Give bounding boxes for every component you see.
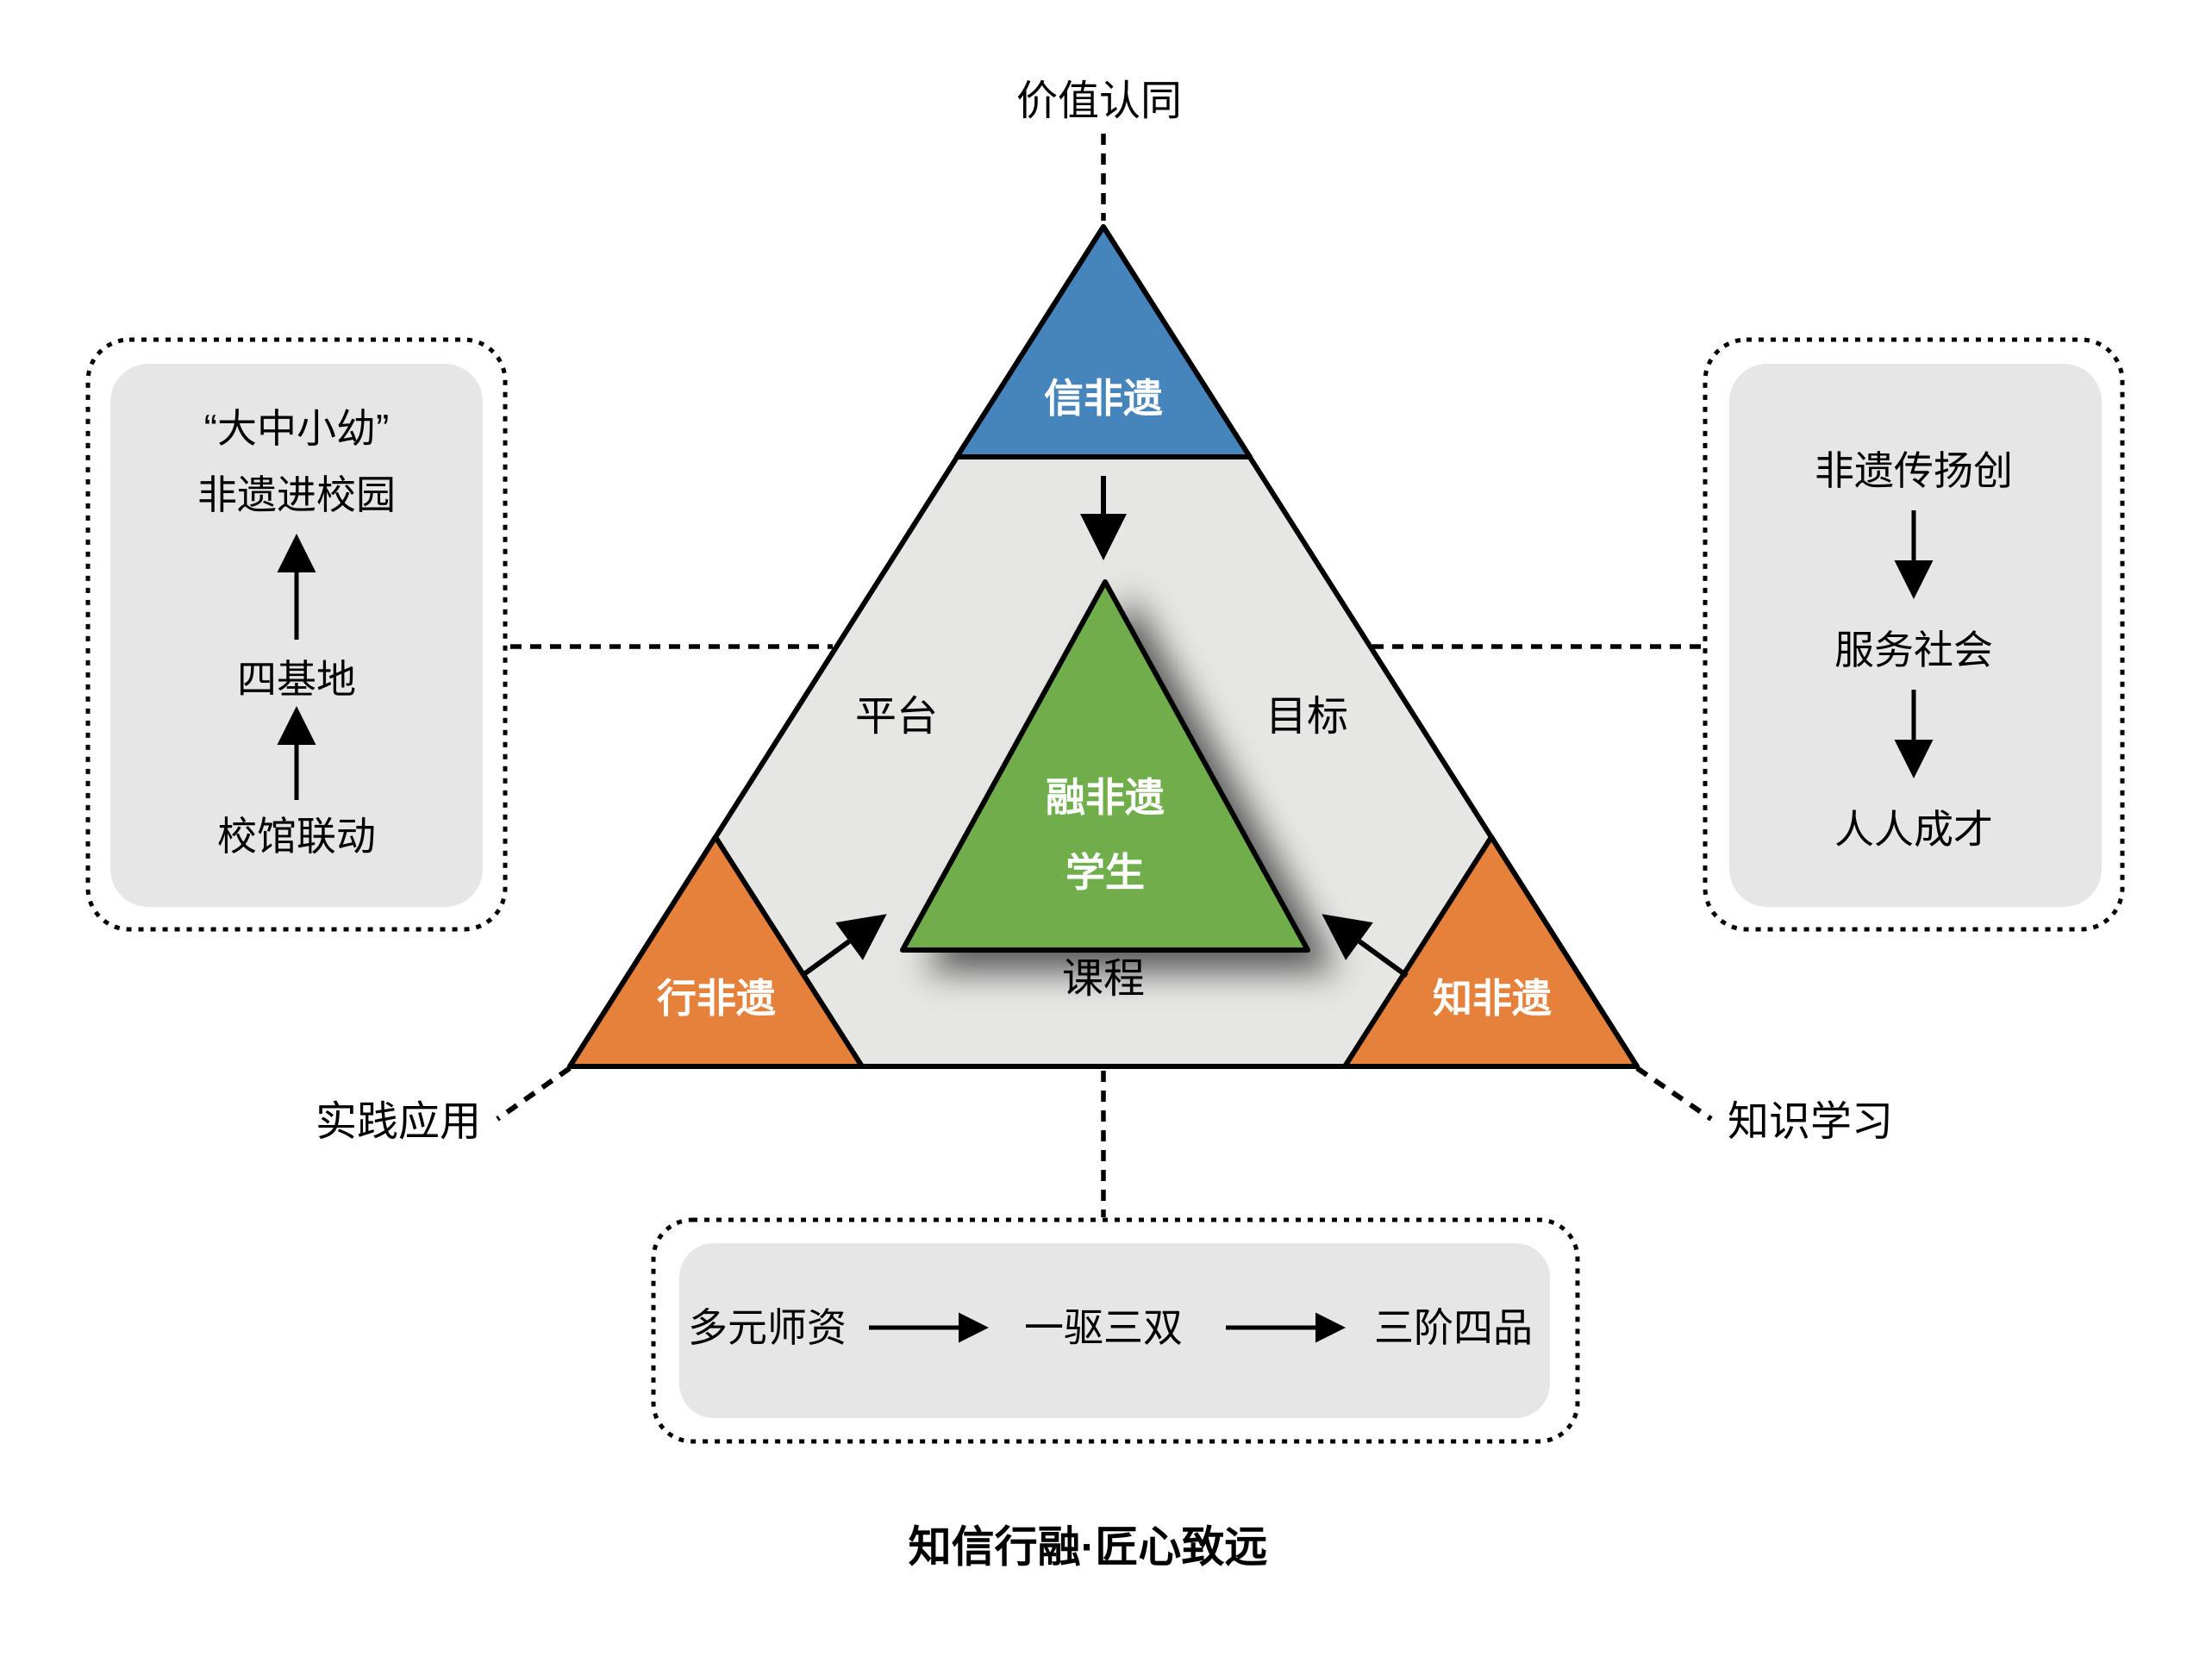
left-sub-triangle-label: 行非遗	[657, 976, 776, 1021]
left-panel: “大中小幼” 非遗进校园 四基地 校馆联动	[85, 337, 508, 932]
platform-label: 平台	[855, 694, 938, 740]
right-panel-bottom-label: 人人成才	[1834, 807, 1993, 852]
center-triangle-label-line1: 融非遗	[1046, 775, 1165, 820]
right-panel-bg	[1729, 364, 2102, 907]
bottom-panel-bg	[679, 1243, 1550, 1418]
bottom-left-dashed-connector	[496, 1066, 572, 1122]
center-triangle-label-line2: 学生	[1065, 850, 1145, 895]
right-sub-triangle	[1342, 834, 1640, 1069]
right-panel-middle-label: 服务社会	[1834, 628, 1993, 672]
left-panel-top-label-line2: 非遗进校园	[197, 472, 396, 517]
bottom-right-dashed-connector	[1635, 1066, 1713, 1122]
value-identity-label: 价值认同	[1016, 78, 1182, 124]
right-sub-triangle-label: 知非遗	[1433, 976, 1552, 1021]
bottom-panel-item-2: 一驱三双	[1024, 1305, 1183, 1350]
course-label: 课程	[1062, 956, 1145, 1002]
right-panel: 非遗传扬创 服务社会 人人成才	[1703, 337, 2125, 932]
caption: 知信行融·匠心致远	[909, 1523, 1268, 1572]
left-sub-triangle	[567, 834, 865, 1069]
practice-application-label: 实践应用	[316, 1099, 481, 1145]
right-panel-top-label: 非遗传扬创	[1815, 448, 2013, 493]
bottom-panel: 多元师资 一驱三双 三阶四品	[651, 1217, 1580, 1444]
top-sub-triangle	[954, 224, 1253, 459]
left-panel-border	[85, 337, 508, 932]
left-panel-bottom-label: 校馆联动	[217, 814, 376, 859]
bottom-panel-border	[651, 1217, 1580, 1444]
knowledge-learning-label: 知识学习	[1728, 1099, 1893, 1145]
goal-label: 目标	[1265, 694, 1348, 740]
left-panel-middle-label: 四基地	[237, 657, 356, 702]
center-triangle	[900, 579, 1310, 953]
bottom-panel-item-3: 三阶四品	[1374, 1305, 1533, 1350]
arrow-right-diagonal	[1322, 914, 1409, 978]
right-panel-border	[1703, 337, 2125, 932]
top-sub-triangle-label: 信非遗	[1044, 376, 1163, 421]
bottom-panel-item-1: 多元师资	[688, 1305, 847, 1350]
arrow-left-diagonal	[800, 914, 887, 978]
left-panel-top-label-line1: “大中小幼”	[204, 406, 390, 451]
